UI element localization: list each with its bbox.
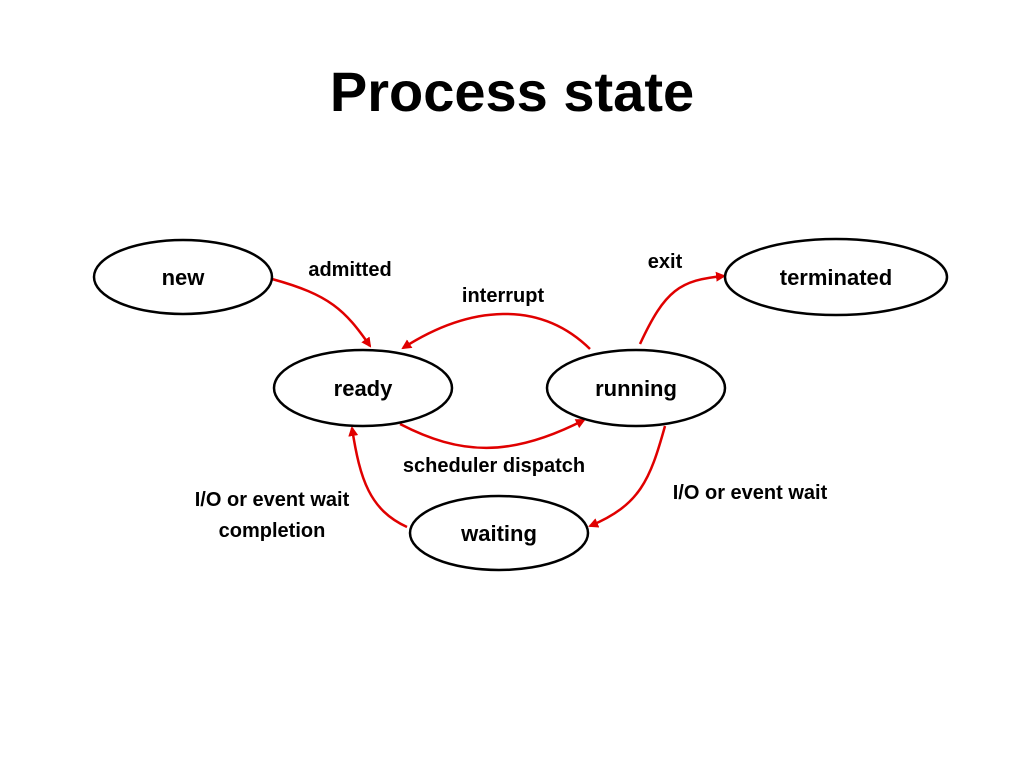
state-ready-label: ready [334, 376, 393, 401]
state-terminated: terminated [723, 237, 949, 317]
transition-arrows [271, 271, 726, 529]
state-ready-shape [272, 348, 454, 428]
io-wait-arrow [588, 425, 667, 528]
state-running-shape [545, 348, 727, 428]
exit-label: exit [648, 251, 683, 273]
state-new-label: new [162, 265, 206, 290]
state-running-label: running [595, 376, 677, 401]
state-waiting-shape [408, 494, 590, 572]
scheduler-dispatch-arrow [399, 418, 586, 450]
state-waiting-label: waiting [460, 521, 537, 546]
admitted-label: admitted [308, 259, 391, 281]
io-completion-label-line2: completion [219, 520, 326, 542]
io-completion-label-line1: I/O or event wait [195, 489, 350, 511]
state-new: new [92, 238, 274, 316]
interrupt-arrow [401, 312, 591, 350]
state-running: running [545, 348, 727, 428]
page-title: Process state [329, 60, 695, 123]
state-new-shape [92, 238, 274, 316]
io-completion-arrow [348, 426, 408, 529]
state-waiting: waiting [408, 494, 590, 572]
io-wait-label: I/O or event wait [673, 482, 828, 504]
state-terminated-shape [723, 237, 949, 317]
state-ready: ready [272, 348, 454, 428]
scheduler-dispatch-label: scheduler dispatch [403, 455, 585, 477]
interrupt-label: interrupt [462, 285, 545, 307]
exit-arrow [638, 271, 726, 345]
state-terminated-label: terminated [780, 265, 892, 290]
admitted-arrow [271, 277, 372, 348]
